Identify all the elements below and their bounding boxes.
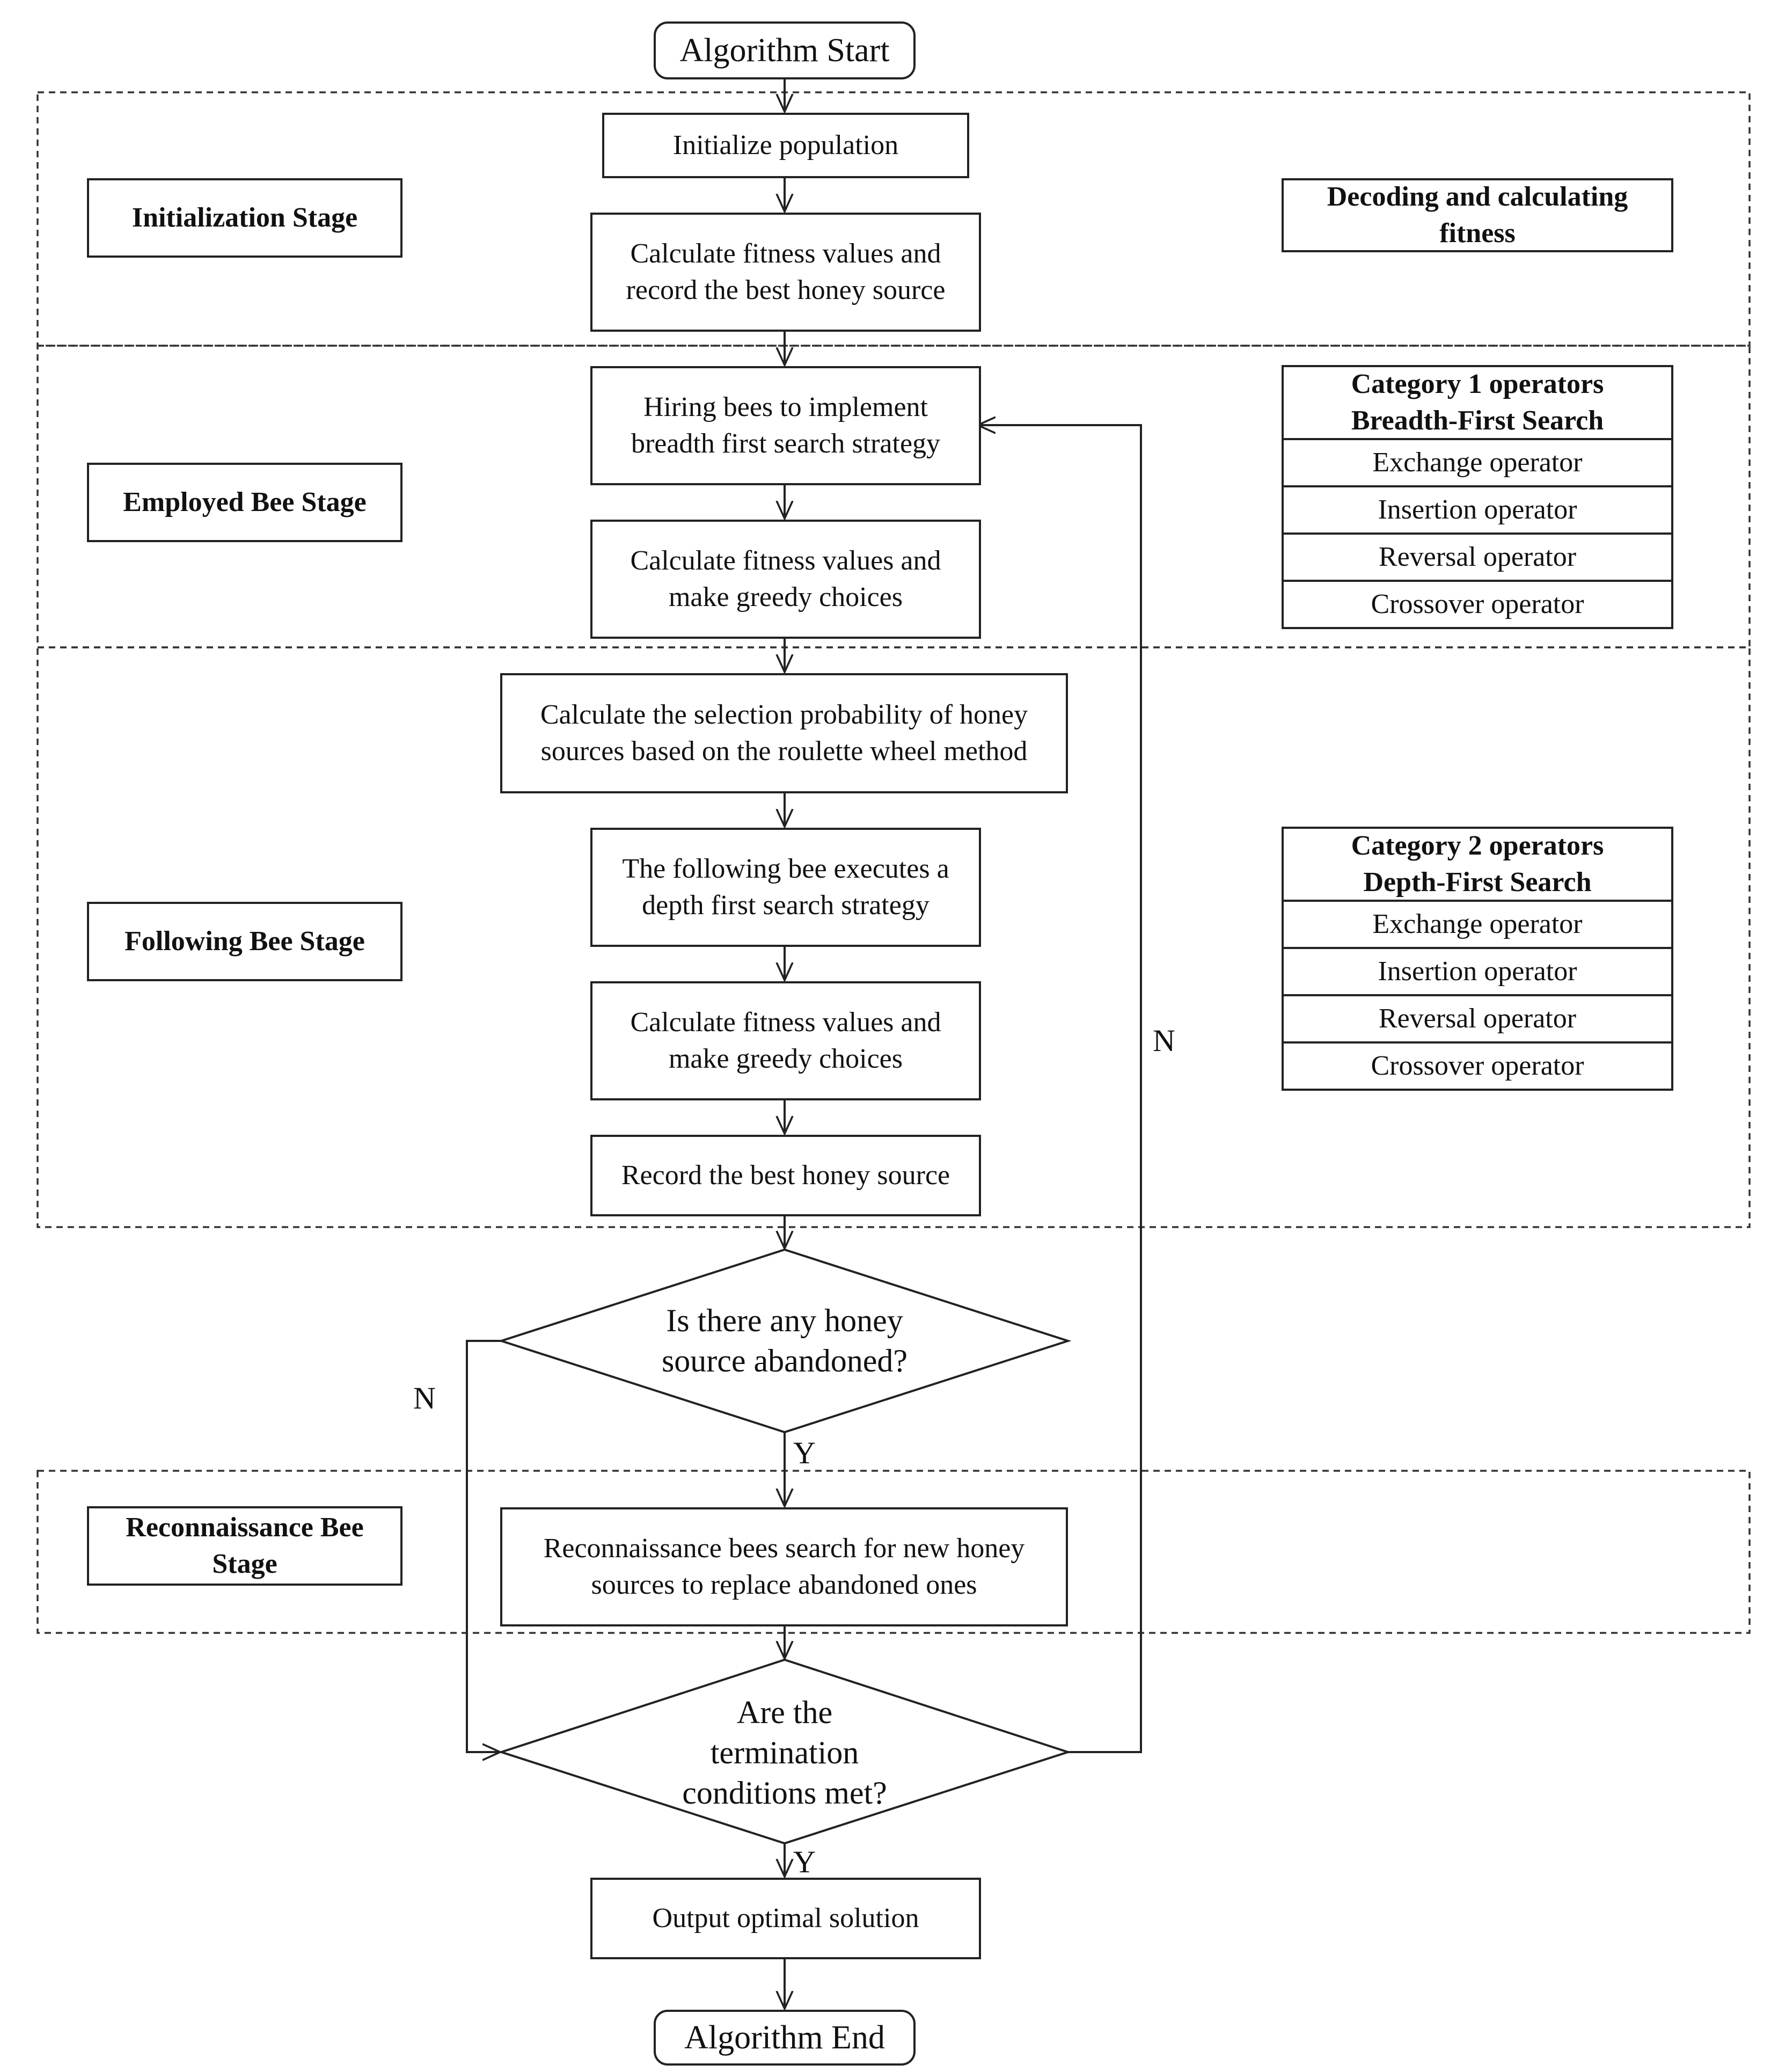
employed-bee-stage-label: Employed Bee Stage bbox=[87, 463, 402, 542]
initialize-population-step: Initialize population bbox=[602, 113, 969, 178]
reconnaissance-search-step: Reconnaissance bees search for new honey… bbox=[500, 1507, 1068, 1626]
category2-title: Category 2 operators bbox=[1351, 830, 1604, 862]
output-optimal-solution-step: Output optimal solution bbox=[590, 1878, 981, 1959]
algorithm-end-terminal: Algorithm End bbox=[654, 2010, 916, 2066]
calc-fitness-greedy-step-1: Calculate fitness values and make greedy… bbox=[590, 520, 981, 639]
decision1-yes-label: Y bbox=[793, 1435, 816, 1470]
termination-decision-label: Are the termination conditions met? bbox=[682, 1694, 887, 1811]
category2-crossover-operator: Crossover operator bbox=[1282, 1041, 1673, 1091]
category1-exchange-operator: Exchange operator bbox=[1282, 438, 1673, 487]
decision1-no-label: N bbox=[413, 1381, 436, 1416]
arrow-decision2-no-loop bbox=[978, 425, 1142, 1753]
algorithm-start-terminal: Algorithm Start bbox=[654, 21, 916, 79]
category1-title: Category 1 operators bbox=[1351, 369, 1604, 400]
category1-header: Category 1 operators Breadth-First Searc… bbox=[1282, 365, 1673, 440]
calc-fitness-record-step: Calculate fitness values and record the … bbox=[590, 213, 981, 332]
decision2-no-label: N bbox=[1153, 1023, 1175, 1058]
category2-header: Category 2 operators Depth-First Search bbox=[1282, 827, 1673, 902]
employed-stage-frame bbox=[36, 345, 1751, 648]
category2-subtitle: Depth-First Search bbox=[1363, 867, 1592, 898]
reconnaissance-bee-stage-label: Reconnaissance Bee Stage bbox=[87, 1506, 402, 1586]
hiring-bees-step: Hiring bees to implement breadth first s… bbox=[590, 366, 981, 485]
initialization-stage-label: Initialization Stage bbox=[87, 178, 402, 258]
following-stage-frame bbox=[36, 646, 1751, 1228]
depth-first-search-step: The following bee executes a depth first… bbox=[590, 828, 981, 947]
roulette-probability-step: Calculate the selection probability of h… bbox=[500, 673, 1068, 793]
category2-insertion-operator: Insertion operator bbox=[1282, 947, 1673, 996]
category1-reversal-operator: Reversal operator bbox=[1282, 532, 1673, 582]
category1-insertion-operator: Insertion operator bbox=[1282, 485, 1673, 535]
arrow-decision1-no-branch bbox=[466, 1340, 501, 1752]
following-bee-stage-label: Following Bee Stage bbox=[87, 902, 402, 981]
recon-stage-frame bbox=[36, 1470, 1751, 1634]
category1-subtitle: Breadth-First Search bbox=[1351, 405, 1604, 436]
category1-crossover-operator: Crossover operator bbox=[1282, 580, 1673, 629]
record-best-source-step: Record the best honey source bbox=[590, 1135, 981, 1216]
abandoned-decision-label: Is there any honey source abandoned? bbox=[661, 1303, 908, 1378]
category2-exchange-operator: Exchange operator bbox=[1282, 900, 1673, 949]
category2-reversal-operator: Reversal operator bbox=[1282, 994, 1673, 1044]
init-stage-frame bbox=[36, 91, 1751, 347]
decoding-fitness-panel: Decoding and calculating fitness bbox=[1282, 178, 1673, 252]
calc-fitness-greedy-step-2: Calculate fitness values and make greedy… bbox=[590, 981, 981, 1100]
decision2-yes-label: Y bbox=[793, 1844, 816, 1879]
